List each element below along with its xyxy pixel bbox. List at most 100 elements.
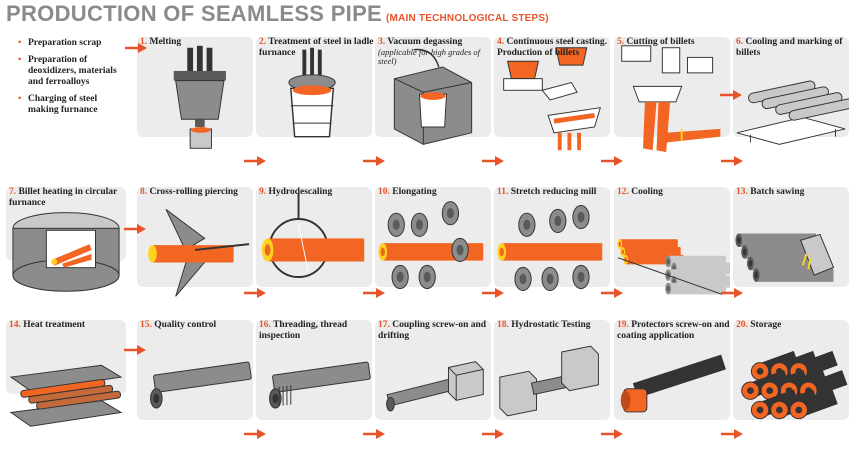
step-9: 9. Hydrodescaling (256, 187, 372, 307)
step-title: Continuous steel casting. Production of … (497, 37, 608, 58)
step-number: 7. (9, 187, 17, 197)
prep-item-charging: Charging of steel making furnance (18, 94, 128, 116)
step-6: 6. Cooling and marking of billets (733, 37, 849, 157)
step-number: 13. (736, 187, 748, 197)
step-label: 6. Cooling and marking of billets (736, 37, 852, 58)
step-title: Storage (750, 320, 782, 330)
flow-arrow-icon (125, 43, 147, 53)
step-title: Treatment of steel in ladle furnance (259, 37, 374, 58)
step-title: Cooling and marking of billets (736, 37, 843, 58)
step-title: Cooling (631, 187, 663, 197)
elongating-icon (378, 201, 484, 290)
step-note: (applicable for high grades of steel) (378, 46, 480, 66)
step-number: 8. (140, 187, 148, 197)
step-label: 1. Melting (140, 37, 256, 48)
step-number: 18. (497, 320, 509, 330)
step-label: 19. Protectors screw-on and coating appl… (617, 320, 733, 341)
step-4: 4. Continuous steel casting. Production … (494, 37, 610, 157)
batch-sawing-icon (735, 233, 835, 282)
flow-arrow-icon (244, 156, 266, 166)
pipe-cooling-icon (617, 239, 730, 295)
step-7: 7. Billet heating in circular furnance (6, 187, 126, 307)
step-12: 12. Cooling (614, 187, 730, 307)
flow-arrow-icon (601, 288, 623, 298)
preparation-list: Preparation scrap Preparation of deoxidi… (18, 38, 128, 122)
step-number: 4. (497, 37, 505, 47)
cross-rolling-icon (148, 208, 250, 297)
flow-arrow-icon (363, 429, 385, 439)
step-label: 11. Stretch reducing mill (497, 187, 613, 198)
step-3: 3. Vacuum degassing (applicable for high… (375, 37, 491, 157)
step-title: Vacuum degassing (387, 37, 463, 47)
step-title: Heat treatment (23, 320, 86, 330)
flow-arrow-icon (601, 429, 623, 439)
flow-arrow-icon (124, 345, 146, 355)
step-19: 19. Protectors screw-on and coating appl… (614, 320, 730, 440)
flow-arrow-icon (601, 156, 623, 166)
hydrostatic-test-icon (499, 345, 599, 417)
billet-cutting-icon (621, 45, 721, 153)
step-label: 10. Elongating (378, 187, 494, 198)
step-number: 20. (736, 320, 748, 330)
step-label: 7. Billet heating in circular furnance (9, 187, 125, 208)
hydrodescaling-icon (261, 193, 365, 278)
step-label: 5. Cutting of billets (617, 37, 733, 48)
title-subtitle: (MAIN TECHNOLOGICAL STEPS) (386, 13, 549, 24)
step-number: 6. (736, 37, 744, 47)
step-5: 5. Cutting of billets (614, 37, 730, 157)
step-10: 10. Elongating (375, 187, 491, 307)
continuous-casting-icon (503, 47, 602, 151)
heat-treatment-icon (9, 364, 123, 427)
step-number: 11. (497, 187, 509, 197)
step-title: Melting (149, 37, 182, 47)
threading-icon (269, 361, 371, 409)
flow-arrow-icon (482, 288, 504, 298)
flow-arrow-icon (482, 156, 504, 166)
step-number: 19. (617, 320, 629, 330)
step-13: 13. Batch sawing (733, 187, 849, 307)
step-title: Coupling screw-on and drifting (378, 320, 487, 341)
step-title: Billet heating in circular furnance (9, 187, 118, 208)
step-panel (256, 187, 372, 287)
step-11: 11. Stretch reducing mill (494, 187, 610, 307)
step-title: Hydrostatic Testing (511, 320, 591, 330)
prep-item-scrap: Preparation scrap (18, 38, 128, 49)
step-title: Hydrodescaling (268, 187, 333, 197)
step-label: 17. Coupling screw-on and drifting (378, 320, 494, 341)
melting-furnace-icon (173, 45, 226, 149)
step-label: 3. Vacuum degassing (applicable for high… (378, 37, 494, 67)
quality-control-icon (150, 361, 252, 409)
flow-arrow-icon (363, 156, 385, 166)
step-number: 17. (378, 320, 390, 330)
step-label: 13. Batch sawing (736, 187, 852, 198)
ladle-furnace-icon (288, 47, 336, 138)
billet-cooling-icon (736, 80, 849, 145)
title-text: PRODUCTION OF SEAMLESS PIPE (6, 1, 383, 26)
step-number: 9. (259, 187, 267, 197)
step-label: 18. Hydrostatic Testing (497, 320, 613, 331)
step-title: Cutting of billets (626, 37, 695, 47)
flow-arrow-icon (244, 429, 266, 439)
flow-arrow-icon (720, 90, 742, 100)
step-number: 3. (378, 37, 386, 47)
flow-arrow-icon (363, 288, 385, 298)
protectors-coating-icon (620, 354, 726, 413)
step-15: 15. Quality control (137, 320, 253, 440)
step-label: 16. Threading, thread inspection (259, 320, 375, 341)
step-2: 2. Treatment of steel in ladle furnance (256, 37, 375, 157)
step-title: Quality control (154, 320, 217, 330)
flow-arrow-icon (124, 224, 146, 234)
step-label: 2. Treatment of steel in ladle furnance (259, 37, 375, 58)
coupling-icon (386, 361, 484, 412)
step-label: 8. Cross-rolling piercing (140, 187, 256, 198)
step-1: 1. Melting (137, 37, 253, 157)
step-20: 20. Storage (733, 320, 849, 440)
step-number: 15. (140, 320, 152, 330)
pipe-storage-icon (741, 350, 848, 420)
flow-arrow-icon (721, 156, 743, 166)
step-label: 4. Continuous steel casting. Production … (497, 37, 613, 58)
step-18: 18. Hydrostatic Testing (494, 320, 610, 440)
step-label: 20. Storage (736, 320, 852, 331)
step-title: Protectors screw-on and coating applicat… (617, 320, 730, 341)
flow-arrow-icon (721, 429, 743, 439)
